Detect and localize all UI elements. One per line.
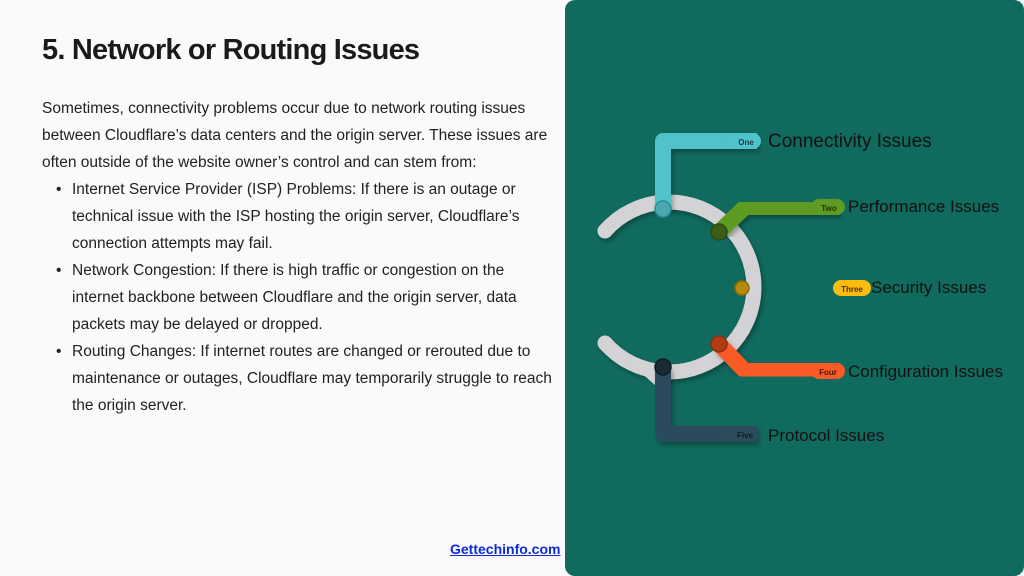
node-four (710, 335, 728, 353)
issues-diagram: One Two Three Four Five (597, 133, 871, 442)
intro-paragraph: Sometimes, connectivity problems occur d… (42, 100, 548, 171)
tag-one: One (738, 138, 754, 147)
connector-two (713, 199, 839, 238)
tag-four: Four (819, 368, 837, 377)
tag-bg-five (727, 426, 759, 442)
label-security: Security Issues (871, 278, 987, 297)
body-text: Sometimes, connectivity problems occur d… (42, 95, 552, 419)
bullet-congestion: Network Congestion: If there is high tra… (56, 257, 552, 338)
connector-four (713, 338, 839, 379)
footer-link[interactable]: Gettechinfo.com (450, 541, 561, 557)
tag-three: Three (841, 285, 863, 294)
ring-pointer (638, 366, 658, 386)
tag-bg-four (811, 363, 845, 379)
tag-bg-two (811, 199, 845, 215)
tag-two: Two (821, 204, 837, 213)
node-two (710, 223, 728, 241)
node-five (654, 358, 672, 376)
node-one (654, 200, 672, 218)
slide-title: 5. Network or Routing Issues (42, 34, 420, 66)
label-configuration: Configuration Issues (848, 362, 1003, 381)
connector-five (655, 367, 757, 442)
label-protocol: Protocol Issues (768, 426, 885, 445)
tag-five: Five (737, 431, 754, 440)
label-connectivity: Connectivity Issues (768, 131, 932, 152)
node-three (734, 280, 750, 296)
label-performance: Performance Issues (848, 197, 1000, 216)
bullet-routing: Routing Changes: If internet routes are … (56, 338, 552, 419)
tag-bg-three (833, 280, 871, 296)
diagram-panel: One Two Three Four Five Connectivity Iss… (565, 0, 1024, 576)
tag-bg-one (725, 133, 761, 149)
bullet-list: Internet Service Provider (ISP) Problems… (42, 176, 552, 419)
bullet-isp: Internet Service Provider (ISP) Problems… (56, 176, 552, 257)
